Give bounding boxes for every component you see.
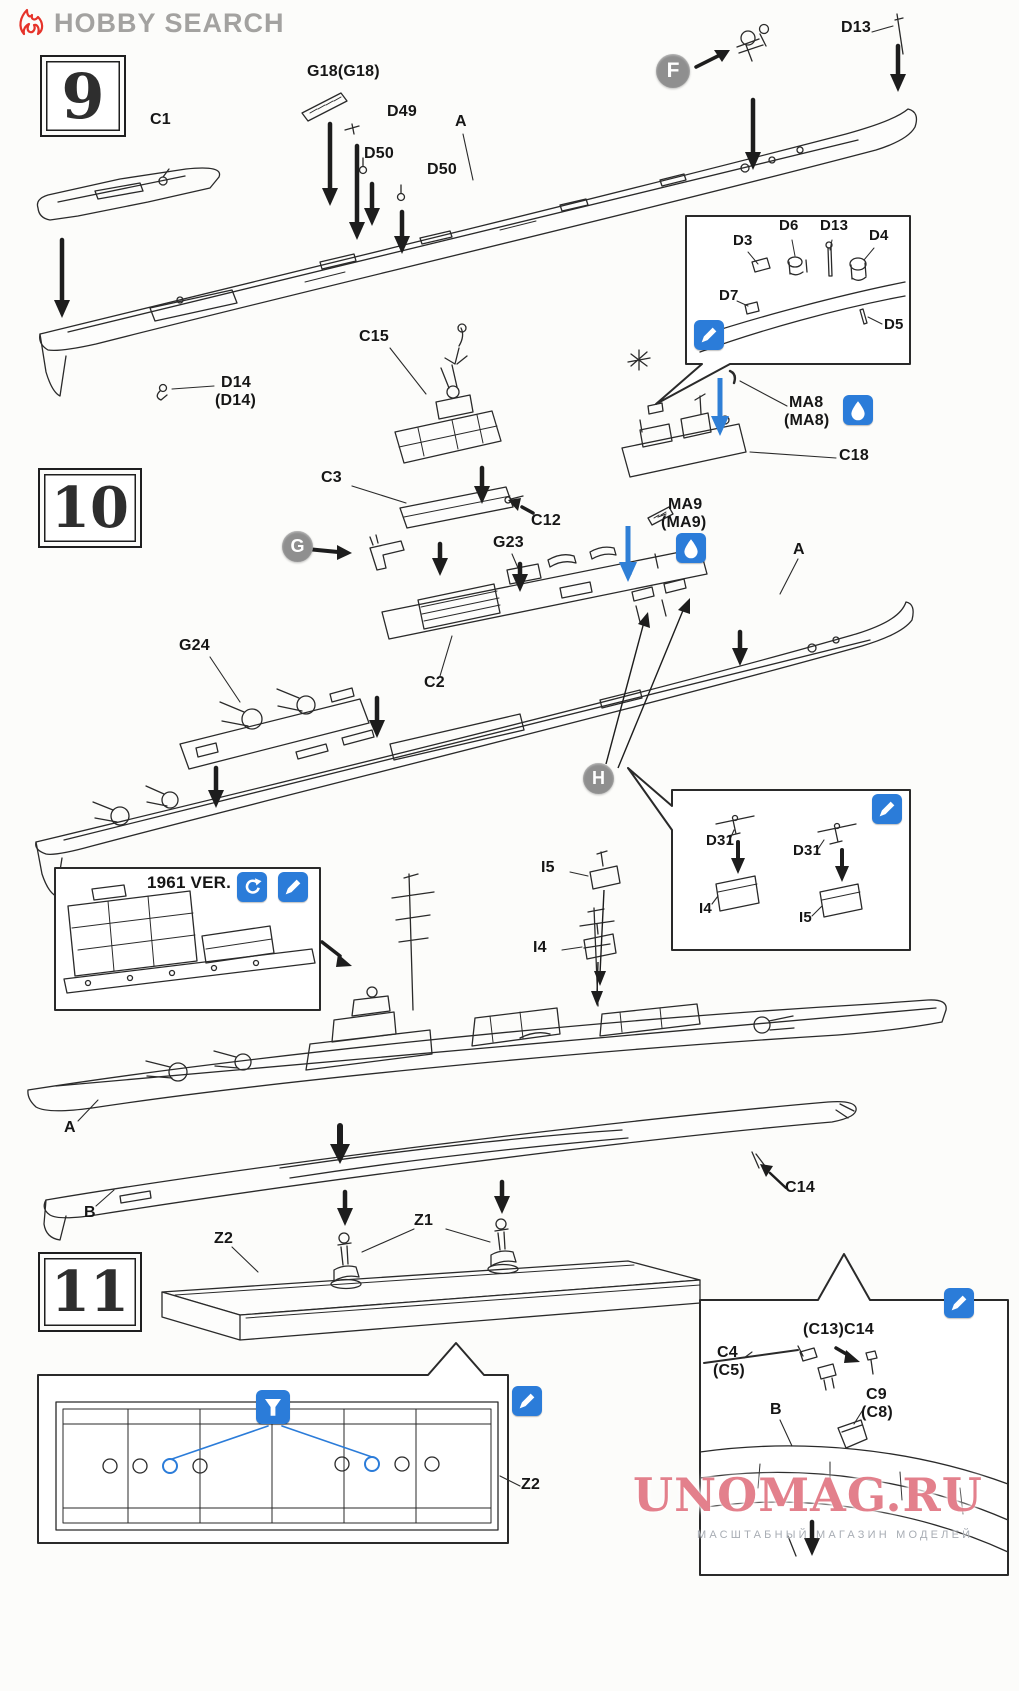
part-label-ma8-alt: (MA8)	[784, 412, 830, 429]
part-label-d31: D31	[706, 832, 735, 849]
part-label-d13: D13	[841, 19, 871, 36]
step-11-number: 11	[38, 1252, 142, 1332]
step-9-number: 9	[40, 55, 126, 137]
part-label-b: B	[770, 1401, 782, 1418]
part-label-i4: I4	[533, 939, 547, 956]
assembled-ship-drawing	[27, 873, 947, 1112]
part-label-c1: C1	[150, 111, 171, 128]
version-1961-box	[54, 867, 321, 1011]
step-10-number: 10	[38, 468, 142, 548]
part-label-c14: C14	[785, 1179, 815, 1196]
part-label-d5: D5	[884, 316, 904, 333]
part-label-a: A	[455, 113, 467, 130]
part-label-c3: C3	[321, 469, 342, 486]
part-g24-drawing	[179, 687, 370, 770]
version-swap-icon	[237, 872, 267, 902]
part-label-c13-c14: (C13)C14	[803, 1321, 874, 1338]
part-label-d50: D50	[427, 161, 457, 178]
hull-a-step10-drawing	[35, 601, 914, 897]
part-f-drawing	[736, 23, 770, 62]
detail-box-step11	[699, 1253, 1009, 1576]
part-label-c9: C9	[866, 1386, 887, 1403]
radar-box-step10	[627, 767, 911, 951]
part-label-g18: G18(G18)	[307, 63, 380, 80]
paint-marker-icon	[278, 872, 308, 902]
part-label-d14-alt: (D14)	[215, 392, 257, 409]
glue-icon	[676, 533, 706, 563]
part-label-i4: I4	[699, 900, 712, 917]
part-label-d4: D4	[869, 227, 889, 244]
paint-marker-icon	[944, 1288, 974, 1318]
part-label-g24: G24	[179, 637, 210, 654]
assembly-point-g-badge: G	[282, 531, 313, 562]
part-label-g23: G23	[493, 534, 524, 551]
hull-a-step9-drawing	[39, 108, 918, 397]
part-label-c18: C18	[839, 447, 869, 464]
part-label-d13: D13	[820, 217, 849, 234]
part-g-bracket-drawing	[369, 534, 405, 571]
part-c1-drawing	[36, 167, 221, 221]
part-label-z2: Z2	[521, 1476, 541, 1493]
part-label-c5: (C5)	[713, 1362, 745, 1379]
brand-title: HOBBY SEARCH	[54, 8, 285, 38]
parts-i5-i4-drawing	[583, 850, 621, 960]
part-label-d31: D31	[793, 842, 822, 859]
leader-lines	[77, 25, 894, 1487]
part-d14-drawing	[156, 383, 168, 401]
watermark-title: UNOMAG.RU	[633, 1468, 983, 1522]
part-label-z2: Z2	[214, 1230, 234, 1247]
attach-funnel-icon	[256, 1390, 290, 1424]
part-label-a-hull: A	[793, 541, 805, 558]
part-mast-drawing	[627, 349, 651, 371]
part-ma8-drawing	[728, 369, 737, 385]
part-c15-drawing	[394, 323, 502, 464]
part-label-c15: C15	[359, 328, 389, 345]
part-label-c4: C4	[717, 1344, 738, 1361]
part-label-z1: Z1	[414, 1212, 434, 1229]
part-g18-drawing	[301, 92, 348, 122]
paint-marker-icon	[512, 1386, 542, 1416]
part-label-c8: (C8)	[861, 1404, 893, 1421]
hull-b-drawing	[43, 1100, 857, 1241]
part-label-d3: D3	[733, 232, 753, 249]
version-note-label: 1961 VER.	[147, 873, 232, 892]
glue-icon	[843, 395, 873, 425]
part-label-d7: D7	[719, 287, 739, 304]
part-ma9-drawing	[647, 506, 674, 526]
part-label-d14: D14	[221, 374, 251, 391]
part-c3-drawing	[399, 486, 514, 529]
part-label-c2: C2	[424, 674, 445, 691]
hobby-search-logo-icon	[14, 4, 50, 45]
paint-marker-icon	[694, 320, 724, 350]
part-label-d50: D50	[364, 145, 394, 162]
parts-d49-d50-drawing	[344, 123, 406, 202]
midship-assembly-drawing	[381, 546, 708, 640]
glue-arrows	[619, 378, 729, 582]
part-label-ma9-alt: (MA9)	[661, 514, 707, 531]
part-label-i5: I5	[799, 909, 812, 926]
part-label-d49: D49	[387, 103, 417, 120]
paint-marker-icon	[872, 794, 902, 824]
part-d13-drawing	[894, 13, 904, 55]
part-label-ma9: MA9	[668, 496, 703, 513]
stand-plan-box	[37, 1342, 509, 1544]
part-label-c12: C12	[531, 512, 561, 529]
part-label-ma8: MA8	[789, 394, 824, 411]
assembly-arrows	[54, 43, 906, 1556]
part-c18-drawing	[621, 393, 747, 478]
detail-box-step9	[655, 215, 911, 405]
part-label-b: B	[84, 1204, 96, 1221]
assembly-point-h-badge: H	[583, 763, 614, 794]
assembly-point-f-badge: F	[656, 54, 690, 88]
thin-arrows	[591, 598, 690, 1006]
part-label-i5: I5	[541, 859, 555, 876]
part-label-a-assembled: A	[64, 1119, 76, 1136]
display-stand-drawing	[161, 1218, 701, 1341]
part-label-d6: D6	[779, 217, 799, 234]
watermark-subtitle: МАСШТАБНЫЙ МАГАЗИН МОДЕЛЕЙ	[697, 1529, 974, 1541]
